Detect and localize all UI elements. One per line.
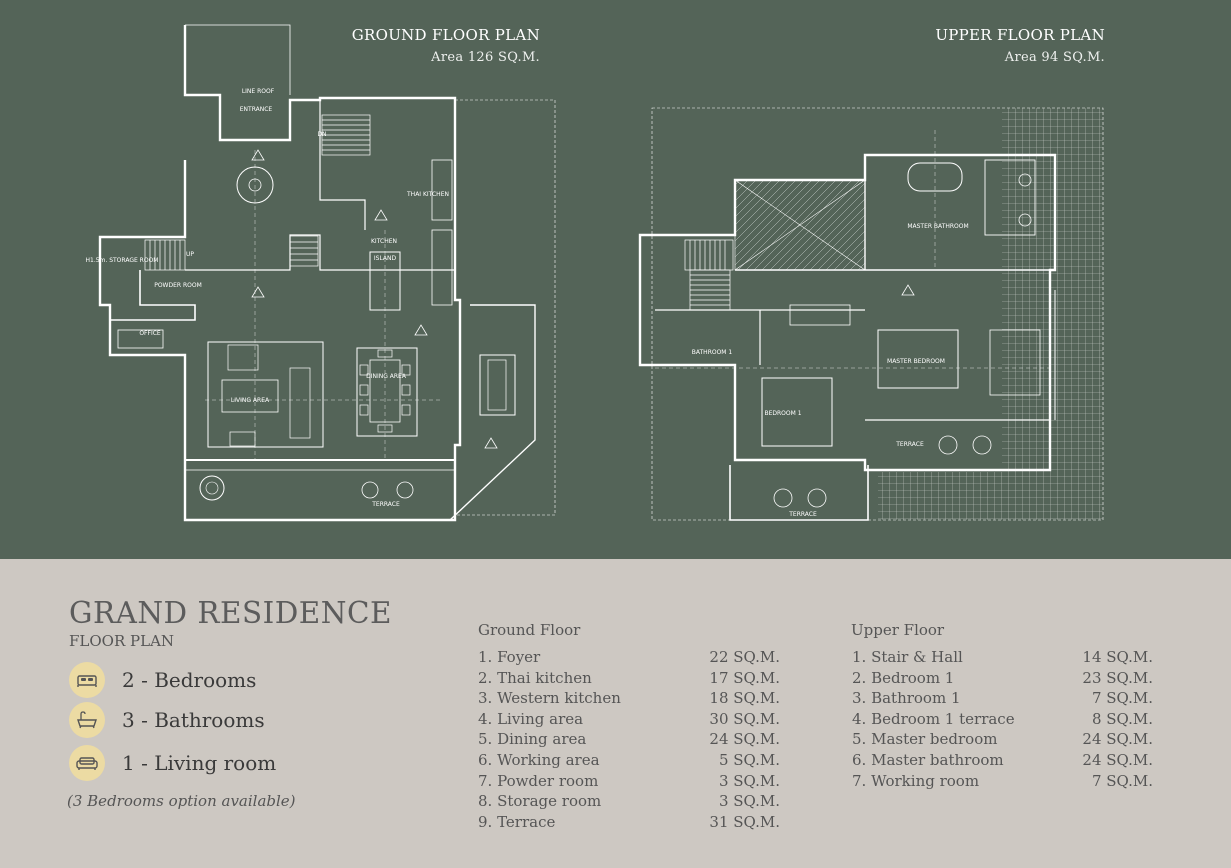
label-terrace-upper-1: TERRACE: [895, 441, 924, 448]
option-note: (3 Bedrooms option available): [67, 792, 296, 810]
room-area: 31 SQ.M.: [709, 812, 780, 831]
room-area: 22 SQ.M.: [709, 648, 780, 666]
room-area: 3 SQ.M.: [718, 771, 780, 790]
room-name: 8. Storage room: [478, 792, 602, 811]
upper-floor-plan: [638, 107, 1104, 521]
feature-bedrooms: 2 - Bedrooms: [69, 662, 256, 698]
label-dn: DN: [317, 131, 326, 138]
room-row: 9. Terrace 31 SQ.M.: [478, 812, 780, 833]
room-area: 24 SQ.M.: [1082, 750, 1153, 769]
floor-plans-panel: LINE ROOF ENTRANCE KITCHEN H1.5m. STORAG…: [0, 0, 1231, 559]
ground-floor-title: GROUND FLOOR PLAN Area 126 SQ.M.: [340, 26, 540, 65]
room-area: 7 SQ.M.: [1091, 771, 1153, 790]
feature-bedrooms-label: 2 - Bedrooms: [122, 668, 257, 692]
room-name: 2. Bedroom 1: [852, 668, 955, 687]
feature-living-room-label: 1 - Living room: [122, 751, 277, 775]
room-row: 7. Working room 7 SQ.M.: [852, 771, 1153, 792]
label-line-roof: LINE ROOF: [242, 88, 275, 95]
label-kitchen: KITCHEN: [371, 238, 397, 245]
room-name: 3. Bathroom 1: [852, 689, 961, 708]
room-area: 23 SQ.M.: [1082, 668, 1153, 687]
feature-living-room: 1 - Living room: [69, 745, 276, 781]
room-name: 4. Bedroom 1 terrace: [852, 709, 1015, 728]
room-row: 5. Dining area 24 SQ.M.: [478, 729, 780, 750]
feature-bathrooms-label: 3 - Bathrooms: [122, 708, 265, 732]
residence-name: GRAND RESIDENCE: [69, 596, 392, 631]
room-name: 6. Master bathroom: [852, 750, 1004, 769]
label-terrace-ground: TERRACE: [371, 501, 400, 508]
room-name: 2. Thai kitchen: [478, 668, 592, 687]
ground-floor-heading: Ground Floor: [478, 621, 581, 639]
sofa-icon: [69, 745, 105, 781]
room-area: 8 SQ.M.: [1091, 709, 1153, 728]
room-area: 5 SQ.M.: [718, 750, 780, 769]
upper-floor-title: UPPER FLOOR PLAN Area 94 SQ.M.: [905, 26, 1105, 65]
bathtub-icon: [69, 702, 105, 738]
label-living: LIVING AREA: [231, 397, 270, 404]
room-area: 18 SQ.M.: [709, 689, 780, 708]
room-row: 1. Foyer 22 SQ.M.: [478, 647, 780, 668]
room-row: 6. Master bathroom 24 SQ.M.: [852, 750, 1153, 771]
label-bathroom-1: BATHROOM 1: [692, 349, 733, 356]
room-area: 14 SQ.M.: [1082, 648, 1153, 666]
room-row: 2. Bedroom 1 23 SQ.M.: [852, 668, 1153, 689]
label-thai-kitchen: THAI KITCHEN: [406, 191, 449, 198]
room-area: 7 SQ.M.: [1091, 689, 1153, 708]
label-up: UP: [186, 251, 194, 258]
room-area: 24 SQ.M.: [709, 730, 780, 749]
ground-floor-plan-title: GROUND FLOOR PLAN: [351, 26, 540, 44]
room-area: 3 SQ.M.: [718, 792, 780, 811]
room-row: 4. Bedroom 1 terrace 8 SQ.M.: [852, 709, 1153, 730]
room-name: 1. Foyer: [478, 648, 541, 666]
label-storage: H1.5m. STORAGE ROOM: [86, 257, 159, 264]
room-row: 7. Powder room 3 SQ.M.: [478, 771, 780, 792]
room-row: 3. Western kitchen 18 SQ.M.: [478, 688, 780, 709]
label-office: OFFICE: [139, 330, 161, 337]
upper-floor-plan-title: UPPER FLOOR PLAN: [935, 26, 1105, 44]
room-name: 7. Working room: [852, 771, 980, 790]
room-name: 6. Working area: [478, 750, 600, 769]
label-powder: POWDER ROOM: [154, 282, 202, 289]
room-area: 24 SQ.M.: [1082, 730, 1153, 749]
feature-bathrooms: 3 - Bathrooms: [69, 702, 265, 738]
bed-icon: [69, 662, 105, 698]
label-bedroom-1: BEDROOM 1: [764, 410, 801, 417]
room-row: 5. Master bedroom 24 SQ.M.: [852, 729, 1153, 750]
ground-floor-area: Area 126 SQ.M.: [431, 50, 540, 65]
room-row: 1. Stair & Hall 14 SQ.M.: [852, 647, 1153, 668]
floor-plan-drawings: LINE ROOF ENTRANCE KITCHEN H1.5m. STORAG…: [86, 24, 1104, 522]
upper-floor-room-list: 1. Stair & Hall 14 SQ.M. 2. Bedroom 1 23 SQ…: [852, 647, 1153, 791]
label-master-bathroom: MASTER BATHROOM: [907, 223, 968, 230]
label-island: ISLAND: [374, 255, 397, 262]
room-name: 9. Terrace: [478, 812, 556, 831]
room-row: 8. Storage room 3 SQ.M.: [478, 791, 780, 812]
upper-floor-area: Area 94 SQ.M.: [1004, 50, 1105, 65]
room-name: 4. Living area: [478, 709, 584, 728]
room-area: 30 SQ.M.: [709, 709, 780, 728]
room-name: 5. Master bedroom: [852, 730, 998, 749]
residence-subtitle: FLOOR PLAN: [69, 632, 175, 650]
room-name: 7. Powder room: [478, 771, 599, 790]
upper-floor-heading: Upper Floor: [851, 621, 945, 639]
label-entrance: ENTRANCE: [240, 106, 273, 113]
label-dining: DINING AREA: [366, 373, 407, 380]
room-row: 2. Thai kitchen 17 SQ.M.: [478, 668, 780, 689]
room-area: 17 SQ.M.: [709, 668, 780, 687]
label-terrace-upper-2: TERRACE: [788, 511, 817, 518]
room-row: 3. Bathroom 1 7 SQ.M.: [852, 688, 1153, 709]
ground-floor-plan: [98, 24, 556, 522]
room-name: 1. Stair & Hall: [852, 648, 963, 666]
details-panel: GRAND RESIDENCE FLOOR PLAN 2 - Bedrooms …: [0, 559, 1231, 868]
room-name: 5. Dining area: [478, 730, 587, 749]
room-row: 6. Working area 5 SQ.M.: [478, 750, 780, 771]
room-row: 4. Living area 30 SQ.M.: [478, 709, 780, 730]
label-master-bedroom: MASTER BEDROOM: [887, 358, 945, 365]
room-name: 3. Western kitchen: [478, 689, 621, 708]
